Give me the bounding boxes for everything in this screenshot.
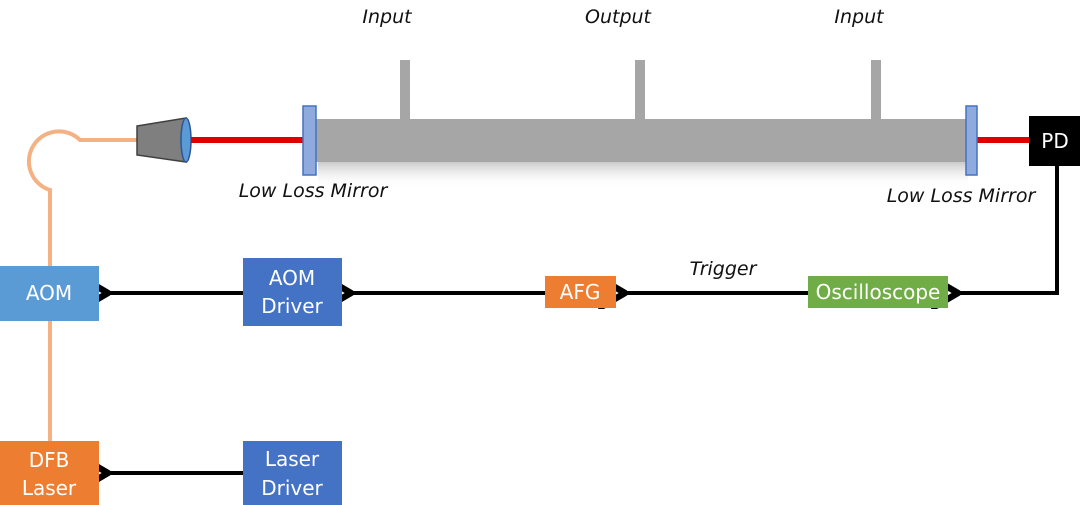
cavity-shadow [318,162,968,188]
aom-driver-box: AOM Driver [243,258,342,326]
low-loss-mirror-right [965,105,978,176]
low-loss-mirror-left [302,105,317,176]
pd-label: PD [1041,129,1068,153]
cavity-tube [316,119,967,162]
laser-beam-right [977,137,1029,143]
trigger-label: Trigger [690,258,758,280]
fiber-coil-path [26,129,138,266]
mirror-label-left: Low Loss Mirror [239,180,389,202]
input-label-right: Input [834,6,885,28]
cavity [316,60,968,188]
collimator-lens [180,117,192,163]
afg-label: AFG [560,280,601,304]
input-port-right [871,60,881,120]
aom-label: AOM [26,281,72,305]
collimator-body [136,117,187,163]
signal-lines [108,165,1059,473]
output-label: Output [585,6,653,28]
optical-fiber [26,129,138,441]
pd-box: PD [1029,116,1080,166]
input-port-left [400,60,410,120]
afg-box: AFG [545,276,616,308]
pd-to-oscilloscope-line [958,165,1059,293]
fiber-collimator [136,117,192,163]
laser-beam-left [191,137,303,143]
input-label-left: Input [362,6,413,28]
laser-driver-label-line2: Driver [261,476,323,500]
oscilloscope-box: Oscilloscope [808,276,948,308]
dfb-laser-box: DFB Laser [0,441,99,505]
mirror-label-right: Low Loss Mirror [887,185,1037,207]
aom-driver-label-line2: Driver [261,294,323,318]
aom-box: AOM [0,266,99,321]
laser-driver-box: Laser Driver [243,441,342,505]
output-port [635,60,645,120]
dfb-laser-label-line1: DFB [29,448,70,472]
oscilloscope-label: Oscilloscope [816,280,941,304]
laser-driver-label-line1: Laser [265,447,320,471]
dfb-laser-label-line2: Laser [22,476,77,500]
aom-driver-label-line1: AOM [269,266,315,290]
